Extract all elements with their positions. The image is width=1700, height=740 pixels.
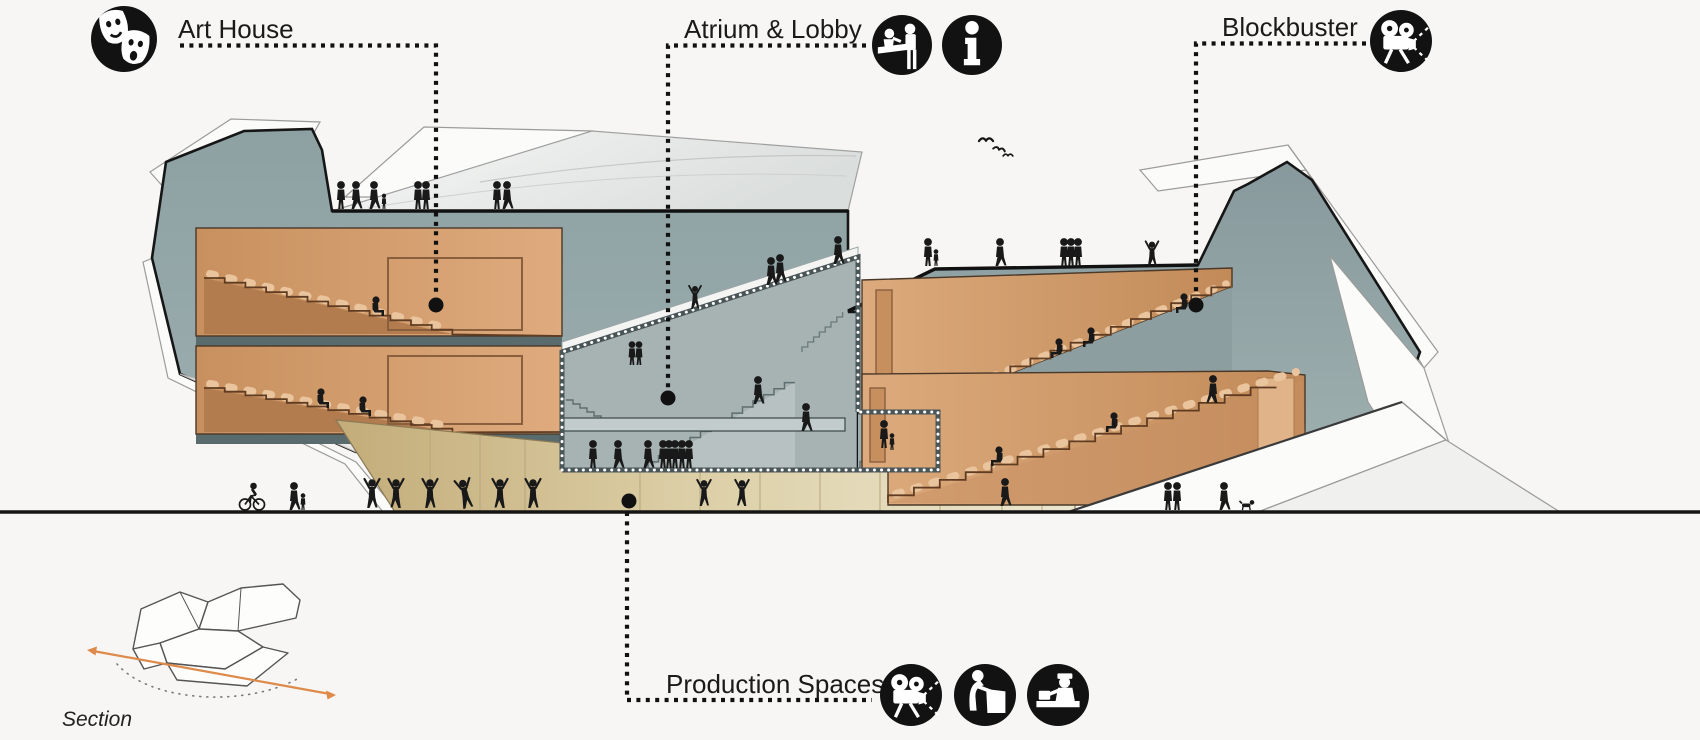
label-production-spaces: Production Spaces	[621, 493, 1089, 726]
blockbuster-upper-auditorium	[861, 267, 1233, 399]
production-spaces-label: Production Spaces	[666, 669, 884, 699]
leader-dot-art-house	[428, 297, 444, 313]
screen-outline	[387, 355, 523, 425]
leader-line-blockbuster	[1193, 41, 1366, 296]
leader-dot-blockbuster	[1188, 297, 1204, 313]
blockbuster-label: Blockbuster	[1222, 12, 1358, 42]
section-cut-line	[87, 646, 336, 700]
art-house-upper-auditorium	[195, 227, 563, 337]
label-blockbuster: Blockbuster	[1188, 10, 1433, 313]
leader-dot-production	[621, 493, 637, 509]
leader-line-art-house	[180, 43, 439, 296]
birds	[977, 137, 1014, 157]
screen-outline	[875, 289, 893, 385]
leader-line-production	[624, 512, 872, 703]
foreground-ramps	[1067, 255, 1563, 514]
art-house-lower-auditorium	[195, 345, 563, 435]
art-house-block	[150, 127, 850, 454]
label-art-house: Art House	[91, 5, 444, 313]
label-atrium-lobby: Atrium & Lobby	[660, 14, 1002, 406]
leader-line-atrium	[665, 43, 866, 388]
atrium-lobby-label: Atrium & Lobby	[684, 14, 862, 44]
screen-outline	[387, 257, 523, 331]
section-key-sketch	[87, 583, 336, 700]
atrium-dotted-outline	[559, 253, 941, 473]
leader-dot-atrium	[660, 390, 676, 406]
speaker-lectern-icon	[954, 664, 1016, 726]
art-house-label: Art House	[178, 14, 294, 44]
section-caption: Section	[62, 708, 132, 731]
